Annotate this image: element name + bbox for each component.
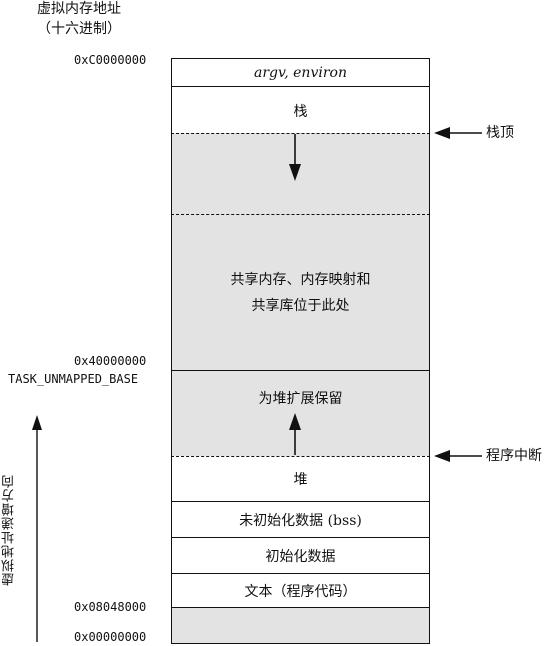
address-top: 0xC0000000 [74,53,147,67]
segment-shared-label-2: 共享库位于此处 [251,297,350,314]
segment-argv-environ-label: argv, environ [254,64,347,81]
stack-top-arrow-icon [434,127,482,139]
stack-growth-arrow-icon [289,134,301,181]
header-title: 虚拟内存地址 [37,1,121,17]
program-break-arrow-icon [434,450,482,462]
address-mid: 0x40000000 [74,354,147,368]
segment-bss: 未初始化数据 (bss) [171,501,430,537]
segment-argv-environ: argv, environ [171,58,430,86]
segment-shared-label-1: 共享内存、内存映射和 [230,271,371,288]
address-direction-arrow-icon [32,415,42,642]
segment-heap: 堆 [171,456,430,501]
address-task-unmapped-base: TASK_UNMAPPED_BASE [8,372,139,386]
stack-top-label: 栈顶 [486,125,514,141]
segment-stack: 栈 [171,86,430,133]
segment-heap-reserved: 为堆扩展保留 [171,370,430,456]
address-text-start: 0x08048000 [74,600,147,614]
segment-text: 文本（程序代码） [171,573,430,607]
segment-data: 初始化数据 [171,537,430,573]
segment-heap-reserved-label: 为堆扩展保留 [258,391,343,407]
address-zero: 0x00000000 [74,630,147,644]
segment-text-label: 文本（程序代码） [244,583,357,600]
segment-heap-label: 堆 [293,472,308,488]
header-subtitle: （十六进制） [37,21,121,37]
segment-stack-label: 栈 [293,104,308,120]
segment-bss-label: 未初始化数据 (bss) [239,512,362,529]
segment-shared-memory: 共享内存、内存映射和 共享库位于此处 [171,214,430,370]
program-break-label: 程序中断 [486,448,542,464]
heap-growth-arrow-icon [289,413,301,455]
segment-unmapped-low [171,607,430,644]
segment-stack-growth [171,133,430,214]
segment-data-label: 初始化数据 [265,548,336,565]
